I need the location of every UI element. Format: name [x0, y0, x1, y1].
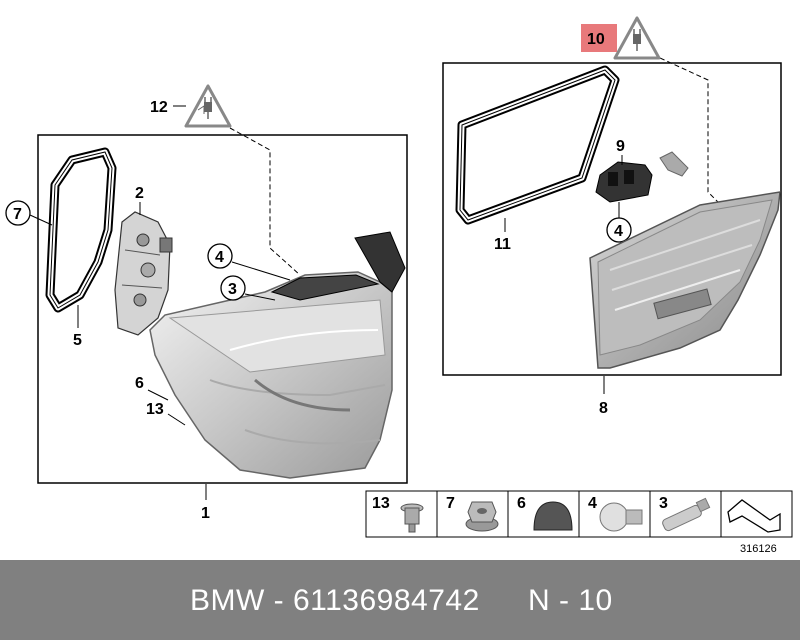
legend-label-6: 6	[517, 495, 526, 512]
part-number-text: BMW - 61136984742	[190, 584, 480, 617]
label-1: 1	[201, 505, 210, 522]
reference-number: 316126	[740, 543, 777, 555]
label-4a: 4	[215, 249, 224, 266]
arrow-icon	[727, 499, 781, 533]
dash-line-12	[229, 127, 301, 276]
label-8: 8	[599, 400, 608, 417]
gasket-part-7	[45, 147, 117, 313]
label-6: 6	[135, 375, 144, 392]
label-7: 7	[13, 206, 22, 223]
cap-icon	[533, 501, 573, 531]
tail-lamp-part-1	[149, 231, 406, 479]
nut-icon	[465, 501, 499, 532]
label-12: 12	[150, 99, 168, 116]
small-parts-legend: 13 7 6 4 3	[365, 490, 793, 538]
footer-bar: BMW - 61136984742 N - 10	[0, 560, 800, 640]
bulb-icon	[599, 502, 643, 532]
label-11: 11	[494, 236, 511, 253]
leader-7	[29, 214, 53, 226]
wedge-bulb-icon	[662, 497, 711, 532]
label-3-circle	[220, 275, 246, 301]
highlight-box-10	[581, 24, 617, 52]
parts-diagram: 12 10 7 5 2 4	[5, 16, 793, 555]
legend-label-13: 13	[372, 495, 390, 512]
label-7-circle	[5, 200, 31, 226]
bulb-holder-part-9	[595, 151, 689, 203]
warning-plug-icon	[184, 84, 232, 128]
leader-3	[244, 293, 276, 301]
label-9: 9	[616, 138, 625, 155]
dash-line-10	[659, 57, 721, 205]
tail-lamp-part-8	[589, 191, 781, 369]
screw-clip-icon	[400, 503, 424, 533]
legend-label-3: 3	[659, 495, 668, 512]
warning-plug-icon	[613, 16, 661, 60]
label-5: 5	[73, 332, 82, 349]
bulb-holder-part-2	[114, 211, 173, 336]
legend-label-4: 4	[588, 495, 597, 512]
label-13: 13	[146, 401, 164, 418]
leader-4a	[231, 261, 291, 281]
leader-13	[167, 413, 186, 426]
right-group-frame	[442, 62, 782, 376]
label-3: 3	[228, 281, 237, 298]
gasket-part-11	[455, 65, 620, 225]
position-text: N - 10	[528, 584, 613, 617]
legend-label-7: 7	[446, 495, 455, 512]
leader-6	[147, 389, 169, 401]
label-4b: 4	[614, 223, 623, 240]
label-10: 10	[587, 31, 605, 48]
label-2: 2	[135, 185, 144, 202]
left-group-frame	[37, 134, 408, 484]
label-4a-circle	[207, 243, 233, 269]
